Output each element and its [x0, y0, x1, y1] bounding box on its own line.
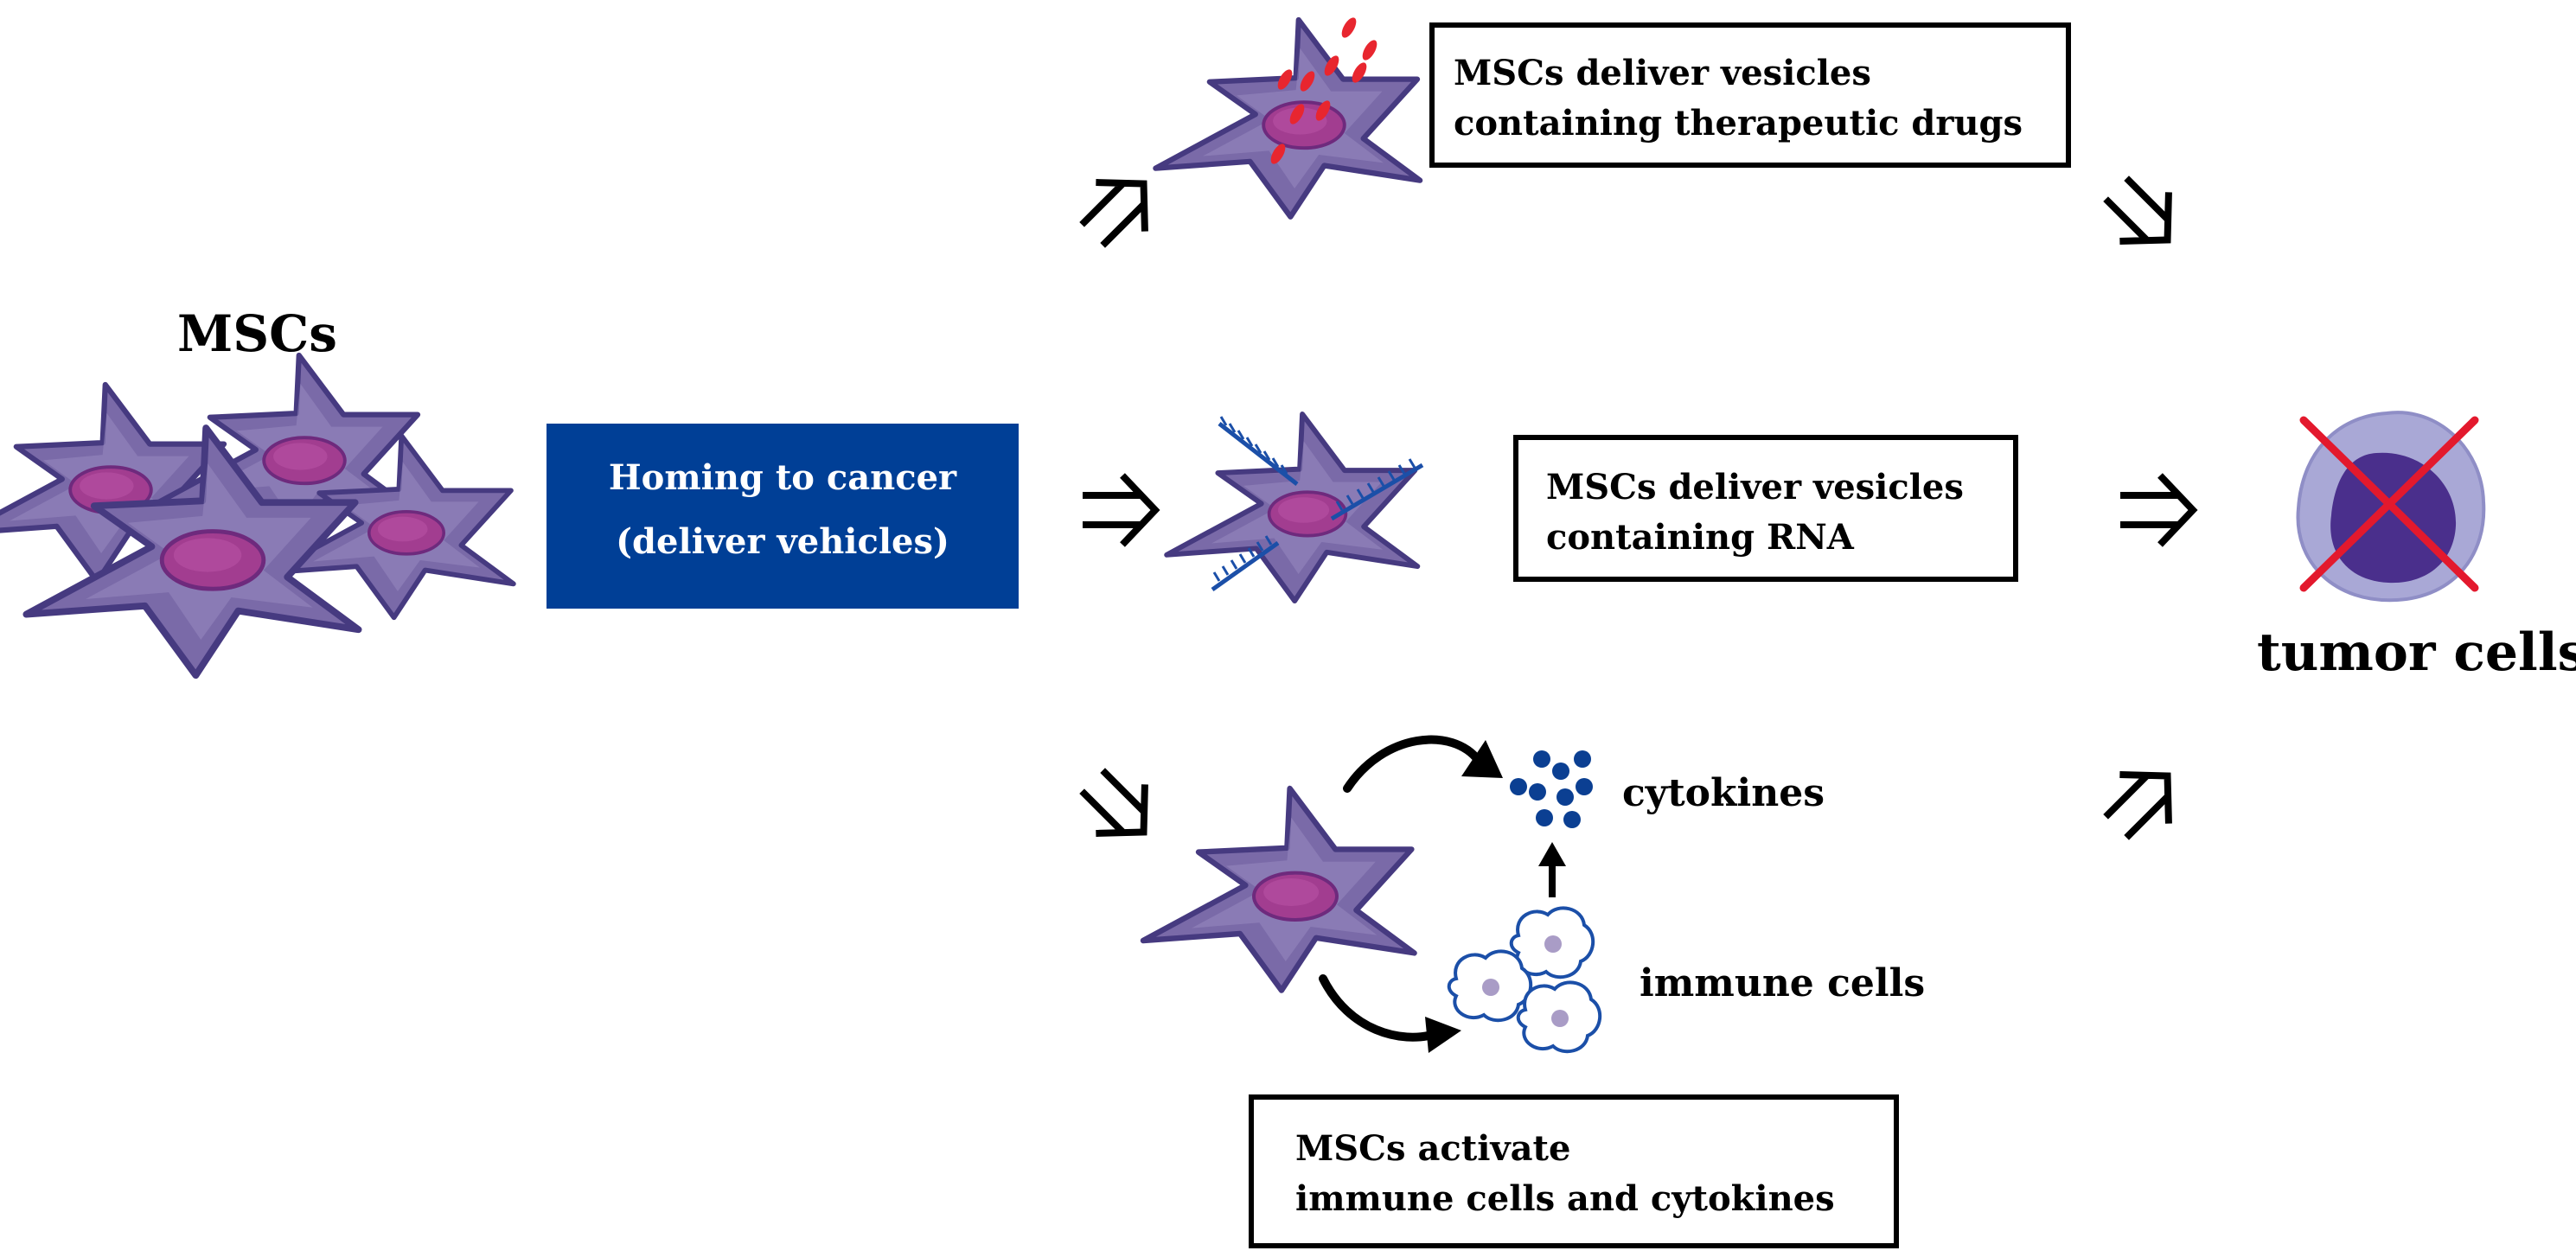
- target-label: tumor cells: [2257, 622, 2576, 683]
- up-arrow-icon: [1538, 842, 1566, 897]
- source-label: MSCs: [177, 304, 337, 363]
- cytokines-label: cytokines: [1622, 771, 1825, 815]
- drugs-pathway-line2: containing therapeutic drugs: [1454, 103, 2023, 144]
- drugs-pathway-box: MSCs deliver vesicles containing therape…: [1429, 22, 2071, 168]
- immune-cell-icon: [1509, 906, 1595, 979]
- hollow-arrow-icon: [1068, 159, 1168, 259]
- rna-pathway-line1: MSCs deliver vesicles: [1546, 467, 1964, 507]
- cross-mark-icon: [2299, 416, 2479, 592]
- hollow-arrow-icon: [2120, 475, 2193, 545]
- immune-pathway-box: MSCs activate immune cells and cytokines: [1249, 1094, 1899, 1248]
- hollow-arrow-icon: [1068, 756, 1168, 857]
- msc-cell-icon: [1167, 414, 1417, 601]
- homing-box: Homing to cancer (deliver vehicles): [547, 424, 1019, 609]
- msc-cell-icon: [1155, 20, 1420, 217]
- msc-rna-cell: [1167, 414, 1424, 601]
- hollow-arrow-icon: [1083, 475, 1155, 545]
- homing-box-line2: (deliver vehicles): [616, 521, 949, 562]
- hollow-arrow-icon: [2092, 751, 2192, 852]
- msc-cell-icon: [1143, 788, 1415, 991]
- cytokine-dots: [1510, 750, 1593, 828]
- rna-pathway-box: MSCs deliver vesicles containing RNA: [1513, 435, 2018, 582]
- msc-cluster: [0, 355, 514, 675]
- curved-arrow-icon: [1319, 974, 1461, 1053]
- rna-pathway-line2: containing RNA: [1546, 517, 1854, 558]
- rna-strands: [1211, 416, 1424, 592]
- drugs-pathway-line1: MSCs deliver vesicles: [1454, 53, 1871, 93]
- immune-cells-label: immune cells: [1640, 961, 1926, 1005]
- drug-vesicles: [1270, 17, 1377, 164]
- msc-immune-cell: [1143, 788, 1415, 991]
- immune-pathway-line2: immune cells and cytokines: [1295, 1178, 1835, 1219]
- hollow-arrow-icon: [2092, 164, 2192, 265]
- immune-pathway-line1: MSCs activate: [1295, 1128, 1571, 1169]
- immune-cell-icon: [1516, 980, 1602, 1054]
- curved-arrow-icon: [1343, 735, 1503, 793]
- homing-box-line1: Homing to cancer: [608, 457, 957, 498]
- immune-cell-icon: [1447, 949, 1533, 1023]
- msc-drug-cell: [1155, 16, 1420, 217]
